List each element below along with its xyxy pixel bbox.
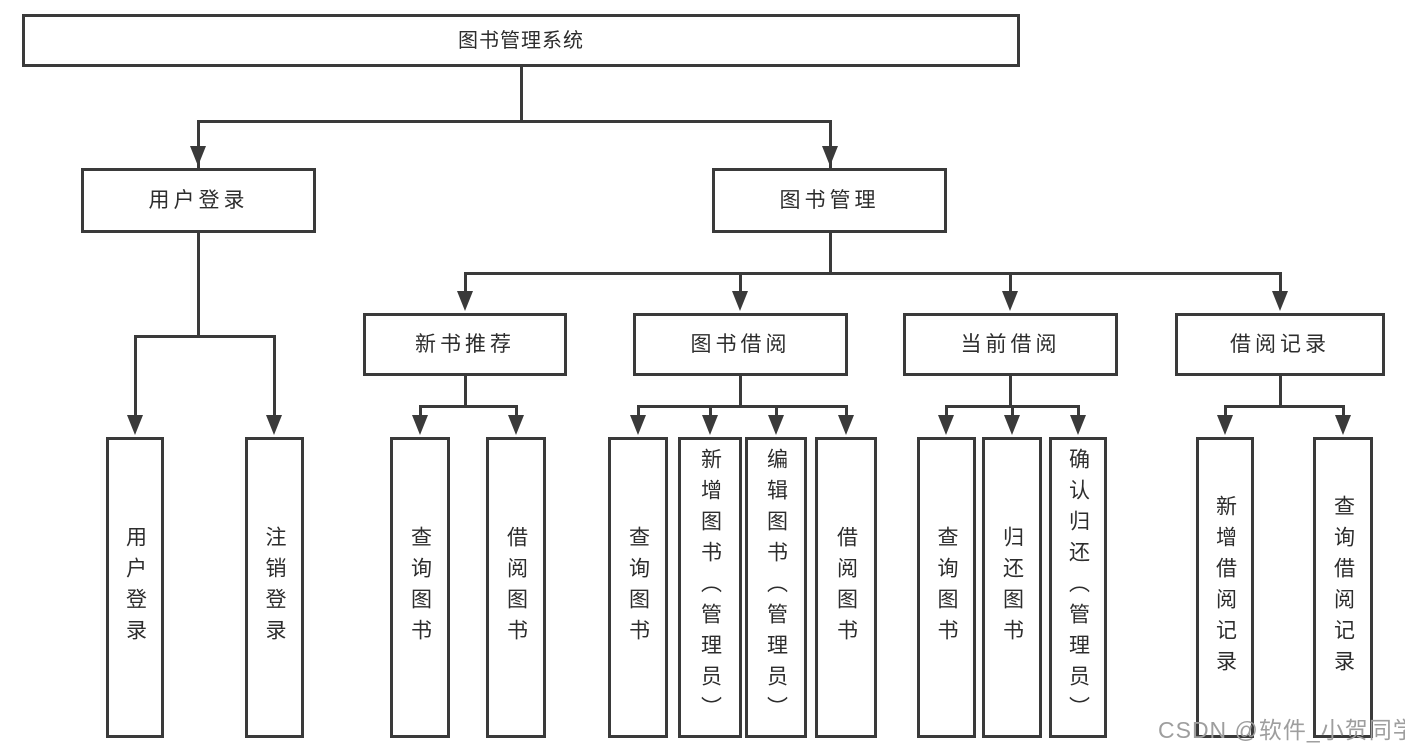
connector-user-login-drop [197,233,200,337]
leaf-edit-book-admin: 编辑图书（管理员） [745,437,807,738]
connector-shaft [1077,405,1080,421]
arrow-down-icon [457,291,473,311]
arrow-down-icon [508,415,524,435]
arrow-down-icon [732,291,748,311]
leaf-query-books-recommend: 查询图书 [390,437,450,738]
connector-shaft [419,405,422,421]
arrow-down-icon [630,415,646,435]
arrow-down-icon [190,146,206,166]
connector-root-drop [520,66,523,123]
connector-shaft [845,405,848,421]
connector-shaft [637,405,640,421]
connector-shaft [775,405,778,421]
connector-shaft [515,405,518,421]
connector-shaft [464,272,467,296]
node-current-borrowing: 当前借阅 [903,313,1118,376]
arrow-down-icon [1335,415,1351,435]
connector-shaft [709,405,712,421]
connector-shaft [945,405,948,421]
arrow-down-icon [822,146,838,166]
leaf-query-books-borrow: 查询图书 [608,437,668,738]
connector-shaft [1009,272,1012,296]
watermark: CSDN @软件_小贺同学 [1158,717,1405,743]
arrow-down-icon [266,415,282,435]
connector-book-mgmt-drop [829,233,832,275]
arrow-down-icon [838,415,854,435]
node-new-book-recommendation: 新书推荐 [363,313,567,376]
connector-recommend-drop [464,374,467,407]
arrow-down-icon [1004,415,1020,435]
arrow-down-icon [1070,415,1086,435]
connector-recommend-bus [419,405,518,408]
connector-shaft [739,272,742,296]
connector-user-login-bus [134,335,276,338]
node-user-login: 用户登录 [81,168,316,233]
connector-shaft [829,120,832,168]
connector-shaft [1224,405,1227,421]
connector-borrow-drop [739,374,742,407]
leaf-borrow-books-borrow: 借阅图书 [815,437,877,738]
connector-shaft [1011,405,1014,421]
node-borrowing-records: 借阅记录 [1175,313,1385,376]
arrow-down-icon [127,415,143,435]
leaf-query-books-current: 查询图书 [917,437,976,738]
connector-level2-bus [197,120,832,123]
leaf-logout: 注销登录 [245,437,304,738]
leaf-confirm-return-admin: 确认归还（管理员） [1049,437,1107,738]
node-book-management: 图书管理 [712,168,947,233]
node-library-system-root: 图书管理系统 [22,14,1020,67]
leaf-return-book: 归还图书 [982,437,1042,738]
leaf-borrow-books-recommend: 借阅图书 [486,437,546,738]
arrow-down-icon [412,415,428,435]
connector-shaft [1342,405,1345,421]
arrow-down-icon [1272,291,1288,311]
arrow-down-icon [1217,415,1233,435]
connector-shaft [273,335,276,419]
connector-current-drop [1009,374,1012,407]
leaf-query-borrow-record: 查询借阅记录 [1313,437,1373,738]
connector-records-bus [1224,405,1345,408]
arrow-down-icon [1002,291,1018,311]
connector-shaft [197,120,200,168]
connector-shaft [1279,272,1282,296]
arrow-down-icon [702,415,718,435]
arrow-down-icon [938,415,954,435]
node-book-borrowing: 图书借阅 [633,313,848,376]
leaf-add-book-admin: 新增图书（管理员） [678,437,742,738]
connector-borrow-bus [637,405,848,408]
connector-records-drop [1279,374,1282,407]
arrow-down-icon [768,415,784,435]
leaf-add-borrow-record: 新增借阅记录 [1196,437,1254,738]
connector-shaft [134,335,137,419]
connector-level3-bus [464,272,1282,275]
leaf-user-login: 用户登录 [106,437,164,738]
